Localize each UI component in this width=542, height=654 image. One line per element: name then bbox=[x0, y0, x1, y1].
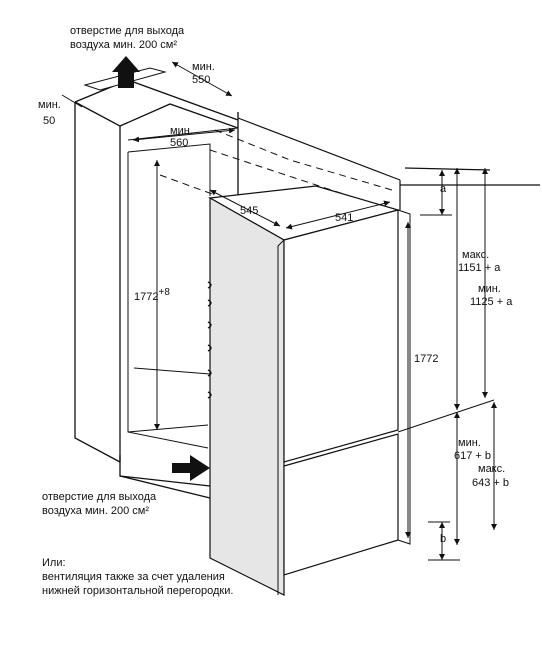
note-line1: Или: bbox=[42, 557, 66, 569]
vent-bottom-line2: воздуха мин. 200 см² bbox=[42, 505, 150, 517]
note-line3: нижней горизонтальной перегородки. bbox=[42, 585, 234, 597]
dim-max-1151-label-b: 1151 + a bbox=[458, 262, 501, 274]
dim-560-label-b: 560 bbox=[170, 137, 188, 149]
wall-lines bbox=[237, 117, 540, 210]
dim-max-1151-label-a: макс. bbox=[462, 249, 489, 261]
dim-a-label: a bbox=[440, 183, 447, 195]
dim-1772-label: 1772 bbox=[414, 353, 438, 365]
dim-550-label-a: мин. bbox=[192, 61, 215, 73]
dim-550-label-b: 550 bbox=[192, 74, 210, 86]
dim-min-617-label-b: 617 + b bbox=[454, 450, 491, 462]
dim-1772-niche-label: 1772+8 bbox=[134, 287, 170, 303]
dim-max-643-label-b: 643 + b bbox=[472, 477, 509, 489]
niche-cabinet bbox=[74, 79, 239, 499]
vent-bottom-note: отверстие для выхода воздуха мин. 200 см… bbox=[42, 490, 156, 518]
dimension-labels: мин. 550 мин. 50 мин. 560 545 541 1772+8… bbox=[38, 61, 513, 545]
dim-545-label: 545 bbox=[240, 205, 258, 217]
vent-bottom-arrow bbox=[172, 455, 210, 481]
dim-max-643-label-a: макс. bbox=[478, 463, 505, 475]
vent-top-arrow bbox=[83, 56, 167, 91]
vent-top-line1: отверстие для выхода bbox=[70, 25, 185, 37]
dim-541-label: 541 bbox=[335, 212, 353, 224]
dim-min-1125-label-a: мин. bbox=[478, 283, 501, 295]
vent-bottom-line1: отверстие для выхода bbox=[42, 491, 157, 503]
vent-top-line2: воздуха мин. 200 см² bbox=[70, 39, 178, 51]
vent-top-note: отверстие для выхода воздуха мин. 200 см… bbox=[70, 24, 184, 52]
alternative-vent-note: Или: вентиляция также за счет удаления н… bbox=[42, 556, 233, 598]
hinges bbox=[207, 281, 212, 399]
dim-min-1125-label-b: 1125 + a bbox=[470, 296, 513, 308]
dimension-lines bbox=[61, 61, 497, 561]
dim-b-label: b bbox=[440, 533, 446, 545]
refrigerator bbox=[208, 185, 495, 596]
dim-50-label-b: 50 bbox=[43, 115, 55, 127]
dim-min-617-label-a: мин. bbox=[458, 437, 481, 449]
dim-560-label-a: мин. bbox=[170, 125, 193, 137]
note-line2: вентиляция также за счет удаления bbox=[42, 571, 225, 583]
dim-50-label-a: мин. bbox=[38, 99, 61, 111]
